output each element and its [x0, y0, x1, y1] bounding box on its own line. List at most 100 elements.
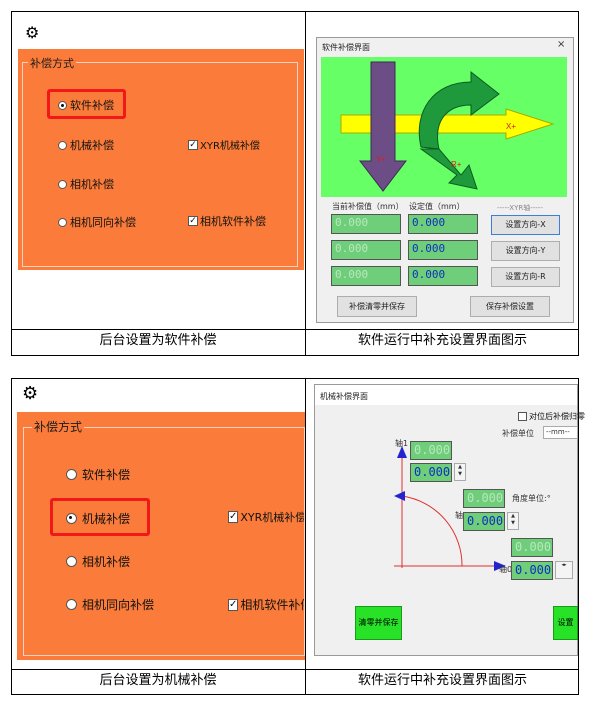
- set-direction-r-button[interactable]: 设置方向-R: [491, 267, 560, 287]
- radio-dot: [66, 556, 77, 567]
- caption-runtime-dialog-1: 软件运行中补充设置界面图示: [357, 333, 527, 348]
- axis2-arc: [401, 495, 463, 567]
- axis-diagram: [394, 446, 506, 571]
- r-arrow-label: R+: [451, 160, 462, 169]
- group-title: 补偿方式: [28, 55, 76, 71]
- radio-dot: [58, 100, 67, 110]
- axis0-label: 轴0: [499, 565, 513, 574]
- radio-label: 相机同向补偿: [70, 216, 136, 229]
- check-icon: ✓: [228, 511, 239, 523]
- checkbox-camera-software[interactable]: ✓ 相机软件补偿: [228, 596, 304, 613]
- close-icon[interactable]: ×: [557, 39, 566, 50]
- checkbox-label: 相机软件补偿: [200, 215, 266, 228]
- highlight-frame: [50, 498, 150, 536]
- y-arrow: [358, 61, 408, 192]
- axis1-current-value: 0.000: [410, 441, 452, 460]
- checkbox-xyr-mechanical[interactable]: ✓ XYR机械补偿: [228, 509, 304, 525]
- set-direction-y-button[interactable]: 设置方向-Y: [491, 241, 560, 261]
- current-r-value: 0.000: [331, 266, 401, 286]
- axis1-arrow: [397, 446, 407, 458]
- checkbox-label: 对位后补偿归零: [529, 412, 585, 421]
- axis2-label: 轴: [455, 511, 463, 520]
- check-icon: ✓: [228, 598, 239, 611]
- radio-camera-same-direction[interactable]: 相机同向补偿: [66, 596, 154, 613]
- compensation-panel-1: [18, 49, 304, 270]
- current-x-value: 0.000: [331, 214, 401, 234]
- dialog-title: 软件补偿界面: [322, 43, 370, 52]
- compensation-panel-2: [17, 412, 305, 660]
- group-title: 补偿方式: [32, 418, 85, 435]
- radio-camera-compensation[interactable]: 相机补偿: [66, 553, 130, 570]
- set-and-save-button[interactable]: 设置并: [553, 606, 578, 640]
- r-arrow: [418, 70, 500, 150]
- gear-icon[interactable]: ⚙: [22, 383, 39, 404]
- xyr-group-label: -----XYR轴-----: [497, 204, 543, 212]
- axis1-label: 轴1: [395, 439, 409, 448]
- axis2-set-value[interactable]: 0.000: [463, 512, 505, 531]
- checkbox-label: XYR机械补偿: [240, 511, 304, 524]
- radio-dot: [58, 140, 67, 150]
- set-x-value[interactable]: 0.000: [408, 214, 478, 234]
- current-value-label: 当前补偿值（mm）: [332, 202, 404, 211]
- table-2-caption-rule: [11, 669, 579, 670]
- checkbox-label: 相机软件补偿: [240, 598, 304, 612]
- caption-software-compensation: 后台设置为软件补偿: [99, 333, 217, 348]
- radio-dot: [66, 599, 77, 610]
- table-2-divider: [305, 378, 306, 695]
- check-icon: ✓: [188, 139, 198, 150]
- radio-label: 相机补偿: [70, 178, 114, 191]
- axis2-current-value: 0.000: [463, 489, 505, 508]
- checkbox-xyr-mechanical[interactable]: ✓ XYR机械补偿: [188, 137, 260, 152]
- radio-label: 软件补偿: [82, 468, 131, 482]
- axis1-set-value[interactable]: 0.000: [410, 463, 452, 482]
- gear-icon[interactable]: ⚙: [25, 23, 40, 42]
- radio-dot: [66, 513, 77, 524]
- radio-label: 机械补偿: [70, 139, 114, 152]
- axis2-spinner[interactable]: ▲▼: [507, 512, 519, 530]
- check-icon: ✓: [188, 216, 198, 226]
- set-y-value[interactable]: 0.000: [408, 240, 478, 260]
- dialog-title: 机械补偿界面: [320, 392, 368, 401]
- x-arrow-label: X+: [506, 122, 516, 131]
- radio-dot: [66, 469, 77, 480]
- y-arrow-label: Y+: [376, 155, 386, 164]
- checkbox-camera-software[interactable]: ✓ 相机软件补偿: [188, 213, 266, 229]
- radio-label: 软件补偿: [70, 99, 114, 112]
- axis0-set-value[interactable]: 0.000: [511, 561, 553, 580]
- unit-label: 补偿单位: [502, 429, 534, 438]
- dialog-titlebar: [315, 385, 577, 405]
- axis0-current-value: 0.000: [511, 538, 553, 557]
- set-value-label: 设定值（mm）: [409, 202, 465, 211]
- radio-software-compensation[interactable]: 软件补偿: [66, 466, 130, 483]
- axis0-spinner[interactable]: ◂▸: [555, 561, 573, 579]
- caption-runtime-dialog-2: 软件运行中补充设置界面图示: [357, 673, 527, 688]
- checkbox-square: [518, 412, 527, 421]
- current-y-value: 0.000: [331, 240, 401, 260]
- radio-mechanical-compensation[interactable]: 机械补偿: [58, 137, 114, 153]
- r-arrow-tail: [419, 148, 478, 190]
- radio-label: 相机同向补偿: [82, 598, 155, 612]
- clear-and-save-button[interactable]: 清零并保存: [355, 606, 402, 640]
- set-direction-x-button[interactable]: 设置方向-X: [491, 215, 560, 235]
- highlight-frame: [47, 89, 126, 119]
- radio-label: 机械补偿: [82, 512, 131, 526]
- clear-and-save-button[interactable]: 补偿清零并保存: [337, 296, 417, 317]
- save-compensation-button[interactable]: 保存补偿设置: [470, 296, 550, 317]
- unit-select[interactable]: --mm--: [543, 426, 578, 439]
- axis1-spinner[interactable]: ▲▼: [454, 463, 466, 481]
- radio-software-compensation[interactable]: 软件补偿: [58, 97, 114, 113]
- caption-mechanical-compensation: 后台设置为机械补偿: [99, 673, 217, 688]
- group-box-compensation-mode: [22, 62, 298, 267]
- radio-camera-compensation[interactable]: 相机补偿: [58, 176, 114, 192]
- axis2-arrow: [394, 491, 405, 501]
- radio-mechanical-compensation[interactable]: 机械补偿: [66, 510, 130, 527]
- radio-dot: [58, 179, 67, 189]
- checkbox-label: XYR机械补偿: [200, 141, 260, 152]
- axis0-arrow: [494, 561, 506, 571]
- set-r-value[interactable]: 0.000: [408, 266, 478, 286]
- group-box-compensation-mode: [23, 427, 305, 656]
- radio-camera-same-direction[interactable]: 相机同向补偿: [58, 214, 136, 230]
- checkbox-reset-after-align[interactable]: 对位后补偿归零: [518, 411, 585, 422]
- radio-dot: [58, 217, 67, 227]
- table-1-caption-rule: [11, 329, 579, 330]
